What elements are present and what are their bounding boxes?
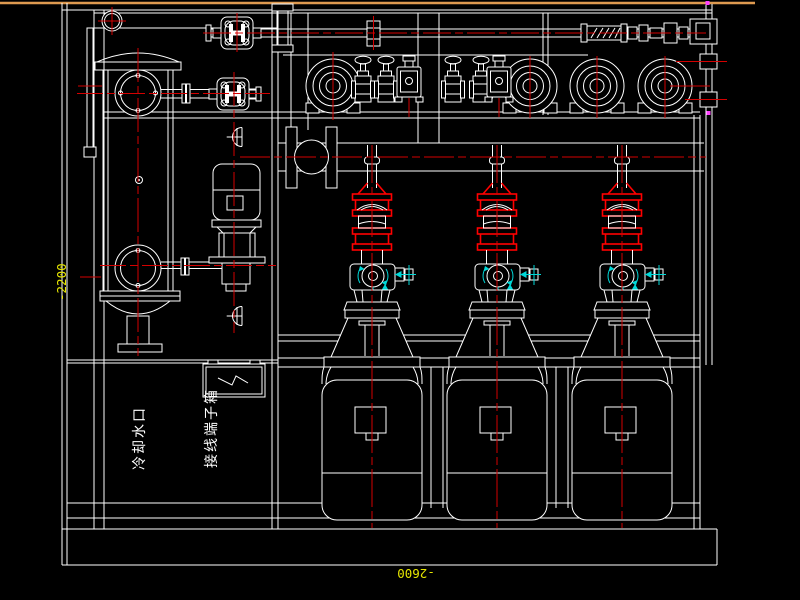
label-cooling-water-port: 冷却水口	[132, 406, 148, 470]
grip-points[interactable]	[705, 1, 711, 115]
lightning-icon	[217, 375, 249, 386]
saddle-plate	[99, 290, 181, 297]
centerlines	[77, 7, 727, 528]
grip-point[interactable]	[706, 111, 711, 115]
label-terminal-box: 接线端子箱	[203, 388, 220, 468]
dimension-left: -2200	[54, 263, 69, 301]
agitator-motor	[208, 127, 266, 326]
level-mark	[135, 176, 143, 184]
annotations: -2200 -2600 冷却水口 接线端子箱	[54, 263, 435, 581]
terminal-box	[202, 359, 266, 398]
dimension-bottom: -2600	[397, 566, 435, 581]
grip-point[interactable]	[705, 1, 710, 5]
